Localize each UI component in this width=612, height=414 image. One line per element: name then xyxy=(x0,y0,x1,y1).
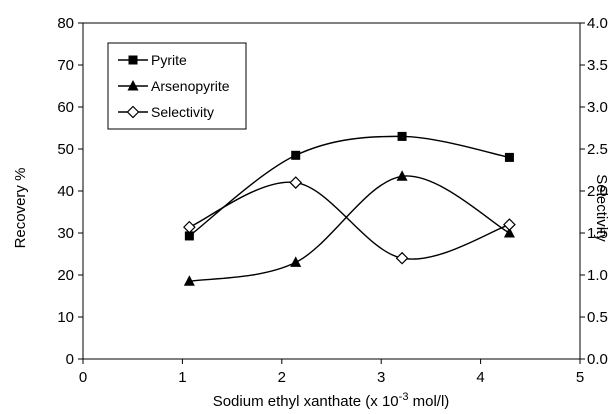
series-line-selectivity xyxy=(189,181,510,260)
y2-tick-label: 3.5 xyxy=(587,57,608,74)
series-pyrite xyxy=(184,131,514,241)
x-tick-label: 4 xyxy=(476,369,484,386)
data-point-pyrite xyxy=(504,152,514,162)
legend-item-selectivity: Selectivity xyxy=(118,104,214,120)
y2-axis-title: Selectivity xyxy=(593,174,610,242)
y-tick-label: 20 xyxy=(57,267,74,284)
y2-tick-label: 3.0 xyxy=(587,99,608,116)
legend-label-pyrite: Pyrite xyxy=(151,52,187,68)
series-layer xyxy=(183,131,516,286)
data-point-pyrite xyxy=(397,131,407,141)
data-point-arsenopyrite xyxy=(396,170,408,181)
data-point-arsenopyrite xyxy=(290,256,302,267)
x-tick-label: 0 xyxy=(79,369,87,386)
legend-marker-pyrite xyxy=(128,55,138,65)
y-tick-label: 70 xyxy=(57,57,74,74)
y2-tick-label: 4.0 xyxy=(587,15,608,32)
y2-tick-label: 1.0 xyxy=(587,267,608,284)
y2-tick-label: 0.5 xyxy=(587,309,608,326)
data-point-arsenopyrite xyxy=(503,227,515,238)
data-point-selectivity xyxy=(183,220,196,234)
series-selectivity xyxy=(183,176,516,265)
legend-marker-arsenopyrite xyxy=(127,80,139,91)
y-tick-label: 50 xyxy=(57,141,74,158)
legend-label-arsenopyrite: Arsenopyrite xyxy=(151,78,230,94)
x-axis-title-unit: mol/l) xyxy=(408,393,449,410)
x-tick-label: 5 xyxy=(576,369,584,386)
data-point-selectivity xyxy=(395,251,409,265)
data-point-pyrite xyxy=(184,231,194,241)
y2-tick-label: 1.5 xyxy=(587,225,608,242)
y-tick-label: 10 xyxy=(57,309,74,326)
y-axis-title: Recovery % xyxy=(12,168,29,249)
data-point-selectivity xyxy=(289,176,303,189)
y2-tick-label: 0.0 xyxy=(587,351,608,368)
y-tick-label: 40 xyxy=(57,183,74,200)
y-tick-label: 30 xyxy=(57,225,74,242)
legend-item-pyrite: Pyrite xyxy=(118,52,187,68)
legend-marker-selectivity xyxy=(126,105,140,119)
y2-tick-label: 2.0 xyxy=(587,183,608,200)
data-point-arsenopyrite xyxy=(183,275,195,286)
y2-tick-label: 2.5 xyxy=(587,141,608,158)
y-tick-label: 80 xyxy=(57,15,74,32)
x-axis-title: Sodium ethyl xanthate (x 10-3 mol/l) xyxy=(213,391,450,410)
data-point-selectivity xyxy=(503,218,516,231)
x-axis-title-exponent: -3 xyxy=(399,391,409,403)
series-line-pyrite xyxy=(188,135,510,237)
series-arsenopyrite xyxy=(183,170,515,286)
data-point-pyrite xyxy=(291,150,301,160)
x-tick-label: 3 xyxy=(377,369,385,386)
x-tick-label: 1 xyxy=(178,369,186,386)
x-axis-title-main: Sodium ethyl xanthate (x 10 xyxy=(213,393,399,410)
y-tick-label: 0 xyxy=(66,351,74,368)
legend-label-selectivity: Selectivity xyxy=(151,104,214,120)
y-tick-label: 60 xyxy=(57,99,74,116)
legend-item-arsenopyrite: Arsenopyrite xyxy=(118,78,230,94)
x-tick-label: 2 xyxy=(278,369,286,386)
series-line-arsenopyrite xyxy=(189,175,510,282)
